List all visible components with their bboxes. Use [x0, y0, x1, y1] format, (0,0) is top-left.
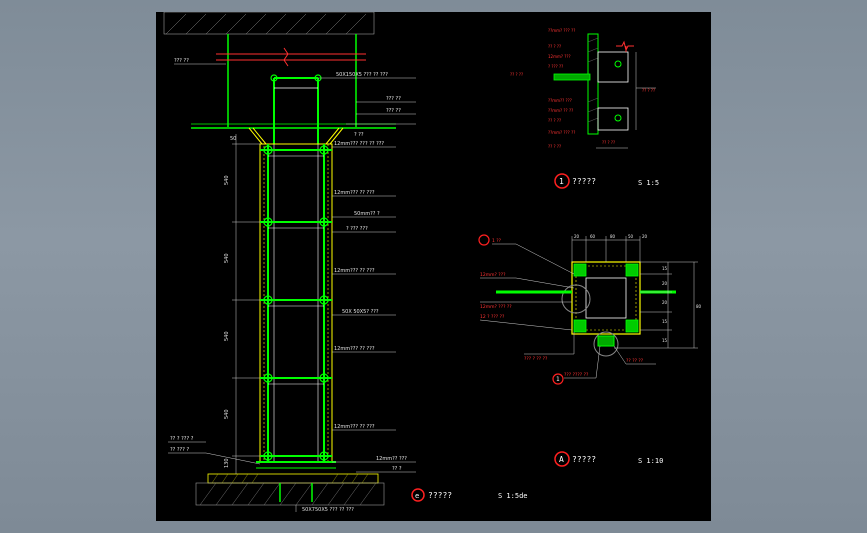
detail-1-note: ?? ? ??: [548, 118, 561, 123]
floor-slab: [195, 461, 385, 506]
dim-text: 50: [230, 136, 236, 142]
detail-1-drawing: [553, 33, 656, 149]
note-text: 50X750X5 ??? ?? ???: [302, 507, 354, 513]
hanger-rods: [227, 34, 357, 127]
detail-1-title: ?????: [572, 177, 596, 186]
note-text: 12mm??? ?? ???: [334, 346, 375, 352]
detail-1-label: 1 ????? S 1:5: [554, 173, 659, 189]
note-text: 50mm?? ?: [354, 211, 380, 217]
detail-1-note: ? ??? ??: [548, 64, 563, 69]
note-text: ?? ??? ?: [170, 447, 189, 453]
detail-a-dim: 20: [662, 281, 668, 286]
column-elevation: [248, 74, 344, 463]
ceiling-slab: [163, 12, 375, 35]
detail-a-dim: 20: [662, 300, 668, 305]
note-text: ??? ??: [174, 58, 189, 64]
detail-a-label: A ????? S 1:10: [554, 451, 663, 467]
detail-1-note: 12mm? ???: [548, 54, 571, 59]
detail-a-markers: 1: [478, 234, 564, 385]
detail-a-note: 12 ? ??? ??: [480, 314, 505, 320]
note-text: 12mm??? ?? ???: [334, 424, 375, 430]
cad-drawing-viewport[interactable]: 50 540 540 540 540 130 ??? ?? 50X150X5 ?…: [156, 12, 711, 521]
note-text: ?? ? ??? ?: [170, 436, 194, 442]
detail-a-dim: 20: [574, 234, 580, 239]
detail-a-title: ?????: [572, 455, 596, 464]
detail-1-note: ??mm? ??? ??: [548, 130, 575, 135]
detail-1-note: ?? ? ??: [548, 44, 561, 49]
detail-a-scale: S 1:10: [638, 457, 663, 465]
detail-e-scale: S 1:5de: [498, 492, 528, 500]
detail-a-dim: 60: [590, 234, 596, 239]
detail-a-dim: 80: [696, 304, 702, 309]
detail-1-note: ?? ? ??: [548, 144, 561, 149]
cad-drawing: 50 540 540 540 540 130 ??? ?? 50X150X5 ?…: [163, 12, 702, 513]
detail-e-letter: e: [415, 492, 419, 500]
note-text: ? ??? ???: [346, 226, 368, 232]
note-text: ? ??: [354, 132, 364, 138]
elevation-dimensions: [232, 134, 260, 474]
note-text: ??? ??: [386, 108, 401, 114]
detail-a-dim: 15: [662, 338, 668, 343]
detail-a-dim: 80: [610, 234, 616, 239]
detail-e-label: e ????? S 1:5de: [411, 488, 528, 502]
detail-a-note: ??? ???? ??: [564, 372, 589, 378]
detail-a-note: ?? ?? ??: [626, 358, 644, 364]
note-text: 12mm??? ?? ???: [334, 190, 375, 196]
detail-a-note: 12mm? ???: [480, 272, 506, 278]
detail-1-note: ?? ? ??: [642, 88, 655, 93]
note-text: 12mm??? ?? ???: [334, 268, 375, 274]
detail-a-dim: 20: [642, 234, 648, 239]
detail-a-note: 12mm? ??? ??: [480, 304, 512, 310]
detail-1-scale: S 1:5: [638, 179, 659, 187]
detail-a-note: 1 ??: [492, 238, 502, 244]
note-text: ??? ??: [386, 96, 401, 102]
detail-e-title: ?????: [428, 491, 452, 500]
detail-1-note: ?? ? ??: [602, 140, 615, 145]
detail-a-letter: A: [559, 455, 564, 464]
detail-a-marker-text: 1: [556, 376, 560, 383]
note-text: 50X 50X5? ???: [342, 309, 379, 315]
dim-text: 540: [224, 253, 230, 263]
detail-a-dim: 15: [662, 319, 668, 324]
detail-1-note: ??mm?? ???: [548, 98, 572, 103]
detail-a-note: ??? ? ?? ??: [524, 356, 548, 362]
note-text: 12mm?? ???: [376, 456, 407, 462]
detail-1-note: ??mm? ??? ??: [548, 28, 575, 33]
dim-text: 130: [224, 458, 230, 468]
note-text: ?? ?: [392, 466, 402, 472]
note-text: 50X150X5 ??? ?? ???: [336, 72, 388, 78]
detail-1-note: ?? ? ??: [510, 72, 523, 77]
detail-a-dim: 50: [628, 234, 634, 239]
note-text: 12mm??? ??? ?? ???: [334, 141, 384, 147]
detail-1-number: 1: [559, 177, 564, 186]
detail-1-note: ??mm? ?? ??: [548, 108, 573, 113]
detail-a-drawing: [479, 236, 698, 379]
dim-text: 540: [224, 331, 230, 341]
detail-a-dim: 15: [662, 266, 668, 271]
dim-text: 540: [224, 409, 230, 419]
dim-text: 540: [224, 175, 230, 185]
